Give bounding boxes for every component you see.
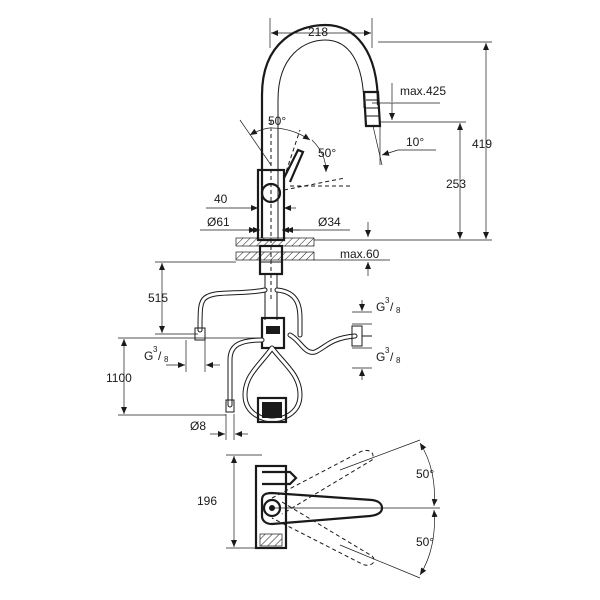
spray-head-grip <box>366 99 379 117</box>
spout-inner <box>277 39 365 238</box>
dim-label-d34: Ø34 <box>318 215 341 229</box>
thread-left-prefix: G <box>144 349 153 363</box>
angle-50-top: 50° <box>239 114 311 166</box>
thread-right-top: G 3 / 8 <box>352 296 401 325</box>
dimension-40: 40 <box>206 192 296 214</box>
swing-bottom-dashed <box>271 501 375 566</box>
counterweight <box>256 396 288 424</box>
side-lever <box>283 148 305 183</box>
dim-label-d8: Ø8 <box>190 419 206 433</box>
dimension-1100: 1100 <box>106 337 262 416</box>
thread-right-bottom-num: 3 <box>385 346 390 355</box>
thread-right-top-prefix: G <box>376 300 385 314</box>
angle-label-10: 10° <box>406 135 424 149</box>
swing-label-bottom: 50° <box>416 535 434 549</box>
dim-label-253: 253 <box>446 177 466 191</box>
svg-text:/: / <box>390 350 394 364</box>
thread-left-den: 8 <box>164 355 169 364</box>
dimension-d8: Ø8 <box>190 414 248 440</box>
thread-left-num: 3 <box>153 345 158 354</box>
dim-label-218: 218 <box>308 25 328 39</box>
spout-outer <box>260 23 380 238</box>
thread-right-top-den: 8 <box>396 306 401 315</box>
thread-right-bottom-prefix: G <box>376 350 385 364</box>
swing-arc-top <box>419 442 438 507</box>
thread-right-bottom-den: 8 <box>396 356 401 365</box>
angle-label-50-side: 50° <box>318 146 336 160</box>
dim-label-419: 419 <box>472 137 492 151</box>
dim-label-d61: Ø61 <box>207 215 230 229</box>
top-view-base <box>254 464 288 550</box>
dimension-253: 253 <box>380 121 466 239</box>
angle-label-50-top: 50° <box>268 114 286 128</box>
svg-text:/: / <box>390 300 394 314</box>
supply-shank <box>264 274 278 320</box>
dimension-515: 515 <box>148 261 236 335</box>
dimension-d34: Ø34 <box>248 215 350 233</box>
thread-right-top-num: 3 <box>385 296 390 305</box>
dimension-196: 196 <box>197 454 262 549</box>
faucet-side-view <box>235 23 382 300</box>
thread-left: G 3 / 8 <box>144 340 220 372</box>
dim-label-1100: 1100 <box>106 371 132 385</box>
mounting-shank <box>258 244 284 276</box>
angle-10: 10° <box>372 125 436 166</box>
swing-label-top: 50° <box>416 467 434 481</box>
dimension-max60: max.60 <box>314 222 390 276</box>
spray-head <box>362 90 382 128</box>
dim-label-40: 40 <box>214 192 228 206</box>
thread-right-bottom: G 3 / 8 <box>352 346 401 380</box>
counter-top <box>235 237 315 247</box>
hose-right-upper <box>274 287 303 338</box>
dim-label-max425: max.425 <box>400 84 446 98</box>
dim-label-max60: max.60 <box>340 247 380 261</box>
svg-text:/: / <box>158 349 162 363</box>
dimension-218: 218 <box>269 18 373 48</box>
angle-50-side: 50° <box>311 139 336 173</box>
dim-label-196: 196 <box>197 494 217 508</box>
dimension-max425: max.425 <box>372 83 446 120</box>
lever-swing-dashed <box>283 177 346 191</box>
swing-arc-bottom <box>419 509 438 576</box>
faucet-top-view: 50° 50° <box>254 439 440 579</box>
swing-top-dashed <box>271 449 374 515</box>
under-sink-plumbing <box>194 274 372 424</box>
dimension-419: 419 <box>314 41 492 241</box>
top-view-handle <box>262 470 298 486</box>
counter-bottom <box>235 251 315 261</box>
dim-label-515: 515 <box>148 291 168 305</box>
